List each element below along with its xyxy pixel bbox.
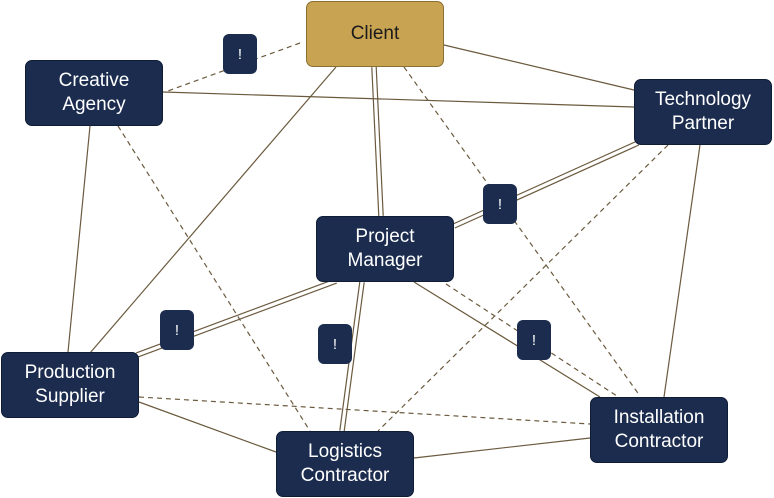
node-installation-contractor[interactable]: Installation Contractor [590,397,728,463]
edge-client-installation-contractor [403,66,641,397]
conflict-flag-label: ! [497,195,503,213]
conflict-flag-technology-partner-project-manager[interactable]: ! [483,184,517,224]
node-logistics-contractor[interactable]: Logistics Contractor [276,431,414,497]
conflict-flag-label: ! [237,45,243,63]
node-project-manager-label-line1: Project [355,226,415,247]
edge-project-manager-installation-contractor [445,283,621,399]
edge-client-technology-partner [443,44,635,91]
node-production-supplier-label-line2: Supplier [35,386,105,407]
conflict-flag-client-creative-agency[interactable]: ! [223,34,257,74]
edge-client-project-manager-a [371,67,380,217]
node-creative-agency-label-line1: Creative [58,70,130,91]
edge-creative-agency-technology-partner [162,91,635,108]
node-creative-agency[interactable]: Creative Agency [25,60,163,126]
node-installation-contractor-label-line2: Contractor [614,431,704,452]
conflict-flag-label: ! [332,335,338,353]
node-production-supplier-label-line1: Production [24,362,116,383]
node-logistics-contractor-label-line2: Contractor [300,465,390,486]
edge-client-creative-agency [164,42,301,93]
node-project-manager-label-line2: Manager [347,250,423,271]
node-production-supplier[interactable]: Production Supplier [1,352,139,418]
node-technology-partner[interactable]: Technology Partner [634,79,772,145]
conflict-flag-project-manager-logistics-contractor[interactable]: ! [318,324,352,364]
edge-production-supplier-logistics-contractor [138,401,277,453]
node-installation-contractor-label-line1: Installation [613,407,705,428]
node-client-label: Client [350,23,400,44]
edge-technology-partner-installation-contractor [663,144,701,398]
conflict-flag-project-manager-production-supplier[interactable]: ! [160,310,194,350]
node-client[interactable]: Client [306,1,444,67]
conflict-flag-project-manager-installation-contractor[interactable]: ! [517,320,551,360]
edge-technology-partner-logistics-contractor [377,144,669,432]
edge-client-production-supplier [89,66,337,354]
edge-production-supplier-installation-contractor [138,396,591,425]
edge-project-manager-logistics-contractor-b [343,282,365,432]
edge-creative-agency-production-supplier [67,125,91,353]
node-project-manager[interactable]: Project Manager [316,216,454,282]
conflict-flag-label: ! [174,321,180,339]
node-technology-partner-label-line2: Partner [671,113,735,134]
node-technology-partner-label-line1: Technology [654,89,752,110]
edge-project-manager-installation-contractor [413,281,601,398]
edge-technology-partner-project-manager-a [452,140,638,225]
edge-creative-agency-logistics-contractor [117,125,311,432]
edge-client-project-manager-b [375,66,384,216]
conflict-flag-label: ! [531,331,537,349]
edge-logistics-contractor-installation-contractor [413,437,591,459]
node-creative-agency-label-line2: Agency [62,94,126,115]
node-logistics-contractor-label-line1: Logistics [308,441,382,462]
